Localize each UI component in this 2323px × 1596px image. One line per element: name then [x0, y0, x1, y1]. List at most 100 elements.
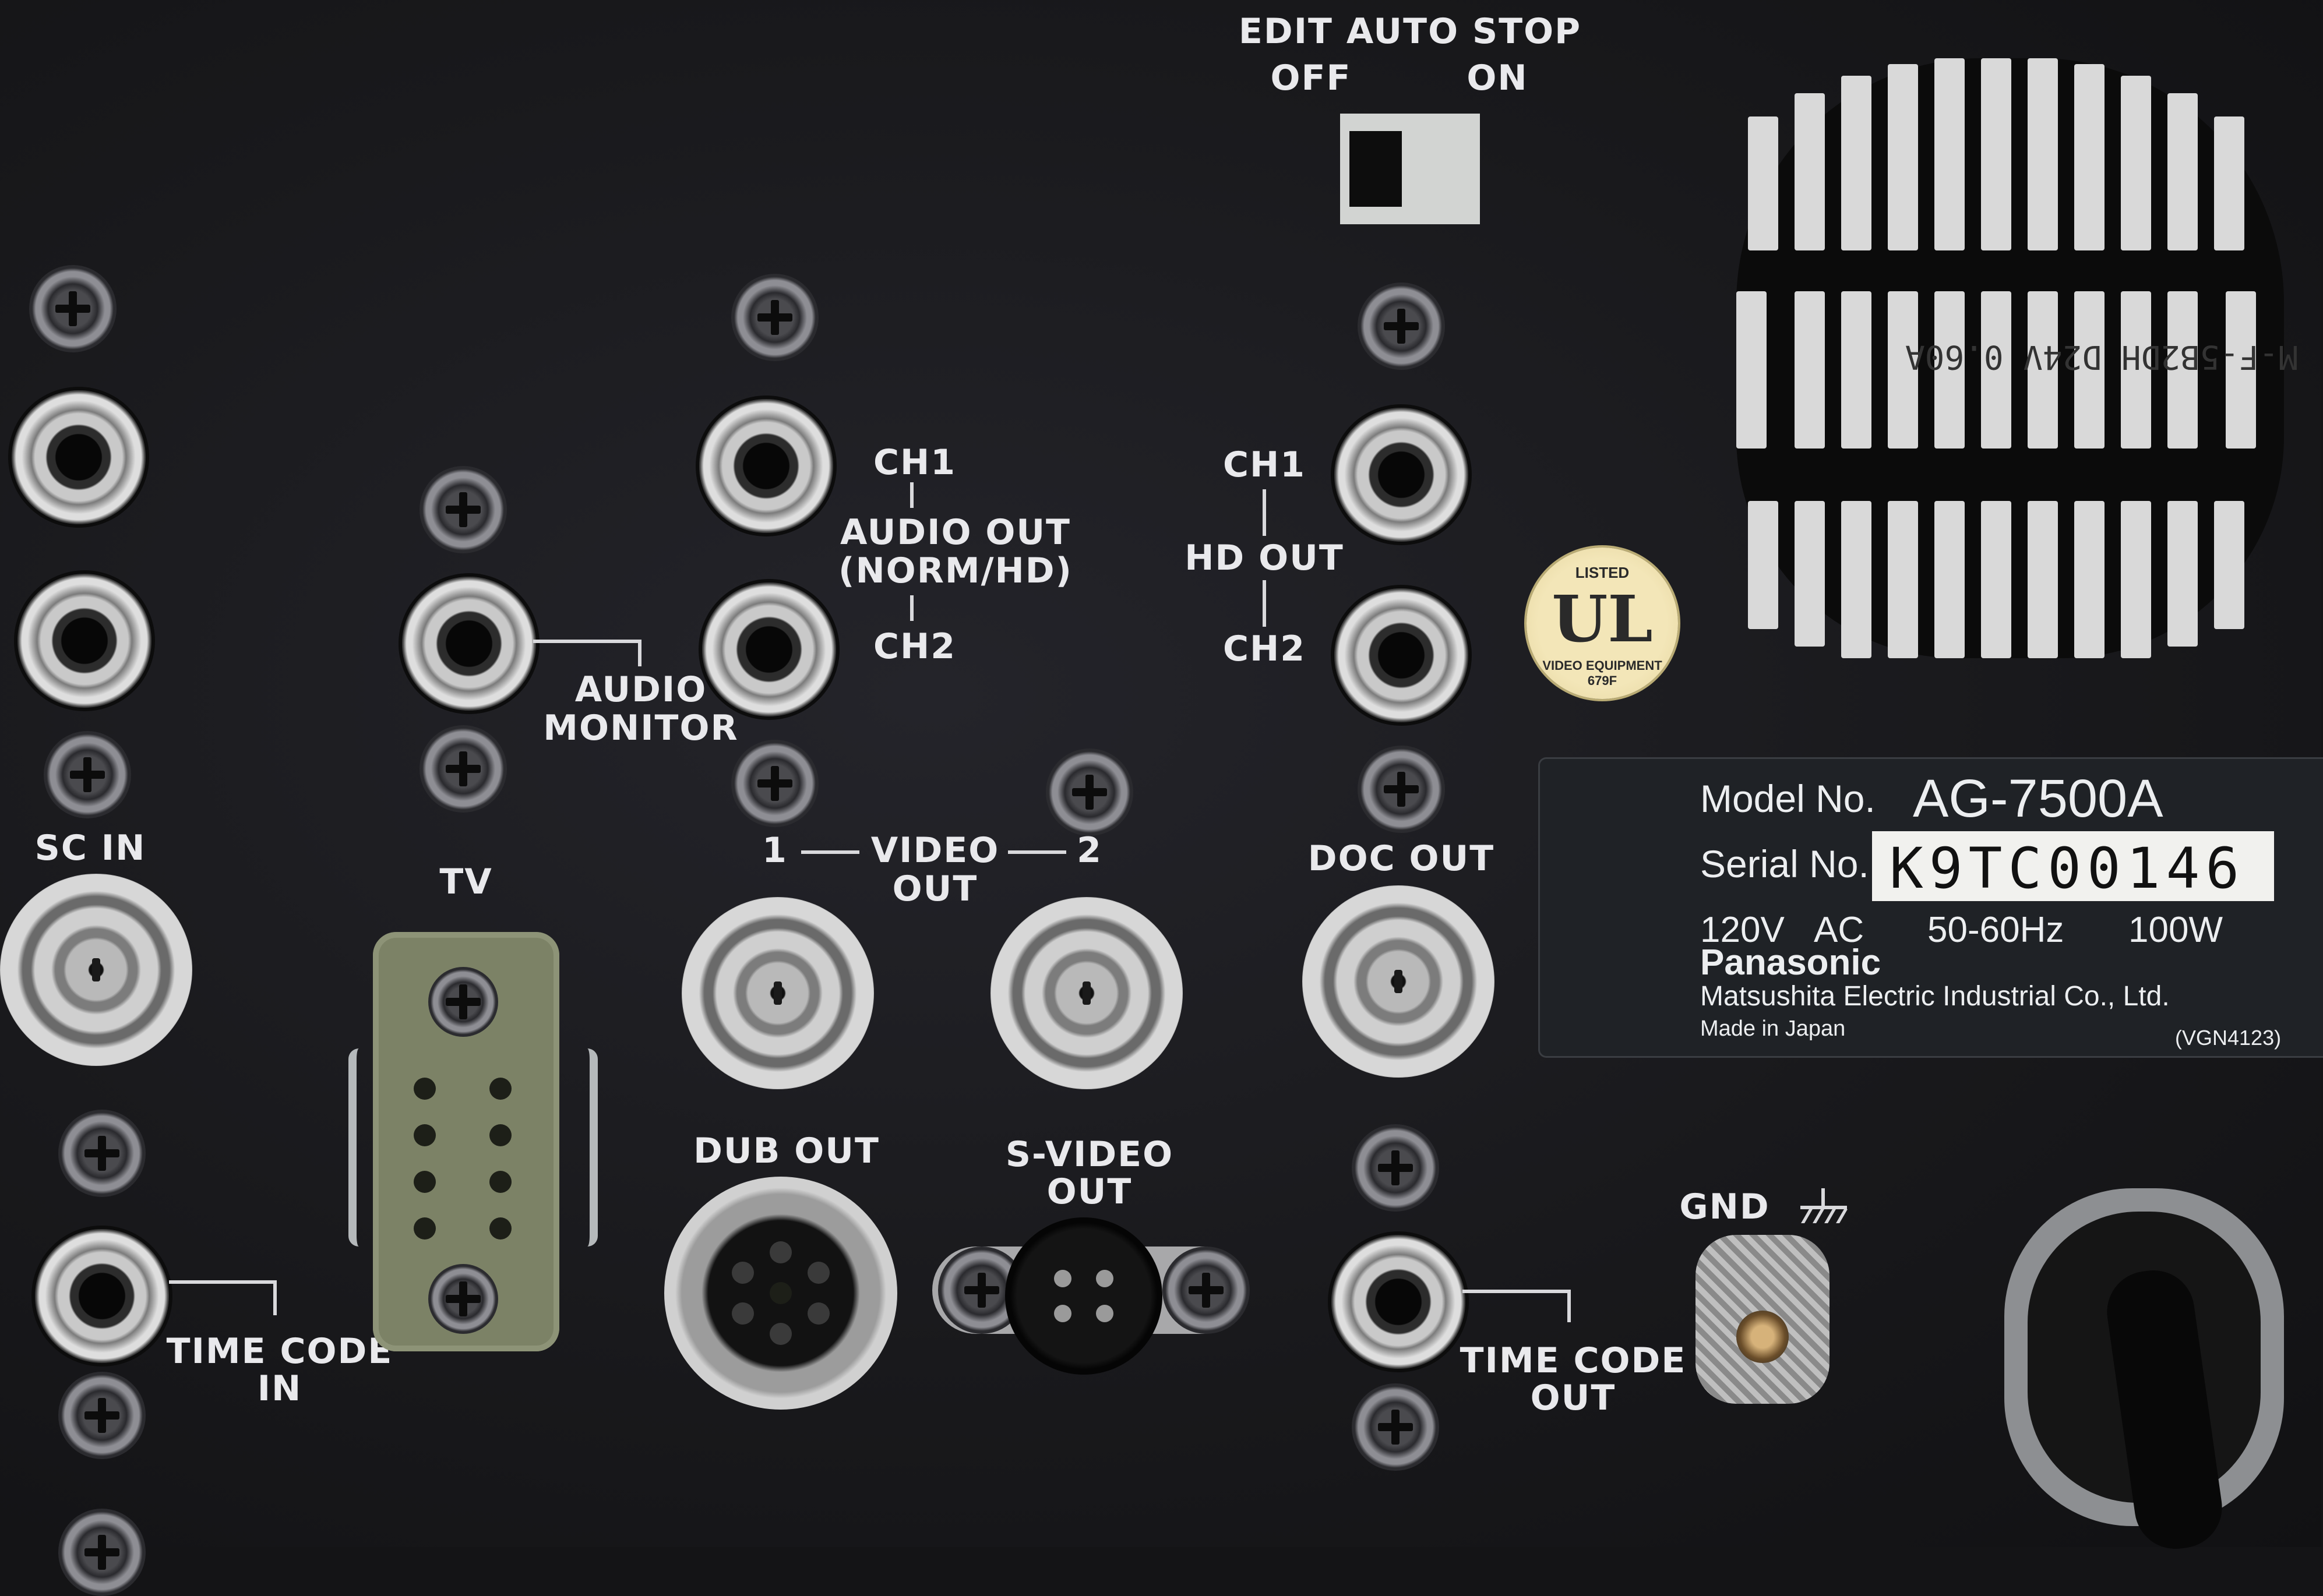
edit-auto-stop-off-label: OFF [1270, 58, 1352, 98]
time-code-out-label-line1: TIME CODE [1460, 1340, 1687, 1381]
screw [58, 1372, 146, 1459]
connector-pin [808, 1302, 830, 1325]
screw [731, 740, 819, 827]
screw [428, 1264, 498, 1334]
audio-monitor-leader [638, 640, 641, 666]
audio-out-ch2-jack[interactable] [702, 582, 836, 716]
ul-top-text: LISTED [1575, 564, 1630, 581]
connector-pin [732, 1262, 754, 1284]
hd-out-ch1-label: CH1 [1223, 444, 1306, 485]
doc-out-bnc-connector[interactable] [1302, 885, 1494, 1078]
audio-monitor-label-line2: MONITOR [543, 708, 739, 748]
current-type: AC [1814, 910, 1864, 950]
plate-code: (VGN4123) [2175, 1026, 2282, 1050]
rating-label-plate: Model No. AG-7500A Serial No. K9TC00146 … [1538, 757, 2323, 1058]
connector-pin [1054, 1305, 1071, 1322]
connector-pin [1096, 1305, 1113, 1322]
connector-pin [808, 1262, 830, 1284]
dub-out-din-connector[interactable] [664, 1177, 897, 1410]
hd-out-ch2-jack[interactable] [1334, 588, 1468, 722]
audio-out-label: AUDIO OUT [840, 512, 1071, 553]
gnd-label: GND [1679, 1187, 1770, 1227]
manufacturer-name: Matsushita Electric Industrial Co., Ltd. [1700, 981, 2170, 1012]
video-out-2-label: 2 [1077, 830, 1102, 871]
video-out-out-label: OUT [892, 868, 978, 909]
audio-out-leader [910, 482, 914, 508]
connector-pin [489, 1078, 512, 1100]
audio-out-ch1-jack[interactable] [699, 399, 833, 533]
tv-multipin-connector[interactable] [373, 932, 559, 1351]
tv-label: TV [439, 861, 493, 902]
connector-pin [414, 1217, 436, 1240]
doc-out-label: DOC OUT [1307, 838, 1495, 879]
tv-connector-clip [348, 1048, 598, 1247]
screw [58, 1110, 146, 1197]
hd-out-ch2-label: CH2 [1223, 628, 1306, 669]
hd-out-leader [1263, 489, 1266, 536]
connector-pin [732, 1302, 754, 1325]
serial-number-sticker [1872, 831, 2274, 901]
screw [29, 265, 117, 352]
video-out-leader [801, 850, 859, 854]
connector-pin [770, 1323, 792, 1345]
ground-symbol-icon [1800, 1188, 1848, 1223]
audio-out-leader [910, 595, 914, 621]
sc-rca-jack-bottom[interactable] [17, 574, 151, 708]
hd-out-label: HD OUT [1185, 538, 1344, 578]
sc-in-label: SC IN [34, 828, 146, 868]
connector-pin [770, 1282, 792, 1304]
ul-listed-mark: LISTED UL VIDEO EQUIPMENT 679F [1527, 548, 1678, 699]
connector-pin [414, 1171, 436, 1193]
connector-pin [414, 1124, 436, 1146]
dub-out-label: DUB OUT [693, 1131, 880, 1171]
screw [1352, 1383, 1439, 1471]
s-video-out-label-line1: S-VIDEO [1005, 1134, 1174, 1175]
connector-pin [414, 1078, 436, 1100]
time-code-in-jack[interactable] [35, 1229, 169, 1363]
audio-monitor-jack[interactable] [402, 577, 536, 711]
video-out-leader [1008, 850, 1066, 854]
audio-out-ch2-label: CH2 [873, 626, 956, 667]
time-code-out-leader [1567, 1290, 1571, 1322]
power-rating: 100W [2128, 910, 2223, 950]
screw [428, 967, 498, 1037]
connector-pin [489, 1217, 512, 1240]
connector-pin [489, 1171, 512, 1193]
video-out-label: VIDEO [870, 830, 1000, 871]
time-code-out-label-line2: OUT [1530, 1378, 1616, 1418]
video-out-1-label: 1 [762, 830, 788, 871]
time-code-out-leader [1462, 1290, 1571, 1293]
time-code-out-jack[interactable] [1331, 1235, 1465, 1369]
audio-monitor-label-line1: AUDIO [574, 669, 707, 710]
hd-out-leader [1263, 580, 1266, 627]
gnd-terminal[interactable] [1695, 1235, 1830, 1404]
country-of-origin: Made in Japan [1700, 1016, 1846, 1041]
vent-label: M-F-5B2DH D24V 0.60A [1905, 338, 2299, 376]
screw [1358, 746, 1445, 833]
edit-auto-stop-switch[interactable] [1340, 114, 1480, 224]
time-code-in-label-line2: IN [257, 1368, 302, 1409]
cooling-vent: M-F-5B2DH D24V 0.60A [1736, 58, 2298, 658]
screw [1162, 1247, 1250, 1334]
switch-knob[interactable] [1349, 131, 1402, 207]
connector-pin [1096, 1270, 1113, 1287]
edit-auto-stop-label: EDIT AUTO STOP [1238, 11, 1582, 52]
connector-pin [1054, 1270, 1071, 1287]
rear-panel: M-F-5B2DH D24V 0.60A EDIT AUTO STOP OFF … [0, 0, 2321, 1547]
sc-in-bnc-connector[interactable] [0, 874, 192, 1066]
serial-number-value: K9TC00146 [1890, 836, 2246, 901]
connector-pin [489, 1124, 512, 1146]
model-number-value: AG-7500A [1913, 769, 2163, 828]
sc-rca-jack-top[interactable] [12, 390, 146, 524]
ul-bottom-text: VIDEO EQUIPMENT 679F [1542, 658, 1662, 688]
s-video-out-connector[interactable] [1005, 1217, 1162, 1375]
audio-monitor-leader [533, 640, 641, 643]
hd-out-ch1-jack[interactable] [1334, 408, 1468, 542]
video-out-2-bnc-connector[interactable] [990, 897, 1183, 1089]
screw [420, 725, 507, 813]
time-code-in-label-line1: TIME CODE [166, 1331, 393, 1372]
brand-logo: Panasonic [1700, 942, 1881, 983]
gnd-terminal-hole [1736, 1311, 1789, 1363]
video-out-1-bnc-connector[interactable] [682, 897, 874, 1089]
audio-out-mode-label: (NORM/HD) [838, 550, 1073, 591]
